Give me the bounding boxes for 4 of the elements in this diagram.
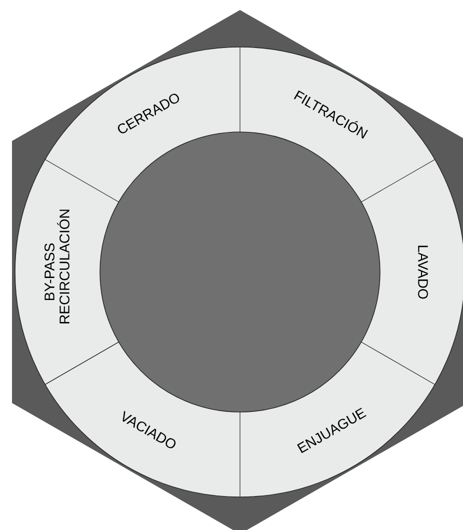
node-label: LAVADO <box>418 246 428 299</box>
ring-sector: LAVADO <box>361 160 463 384</box>
node-label: BY-PASS RECIRCULACIÓN <box>44 210 70 324</box>
ring-sector: BY-PASS RECIRCULACIÓN <box>15 160 119 384</box>
